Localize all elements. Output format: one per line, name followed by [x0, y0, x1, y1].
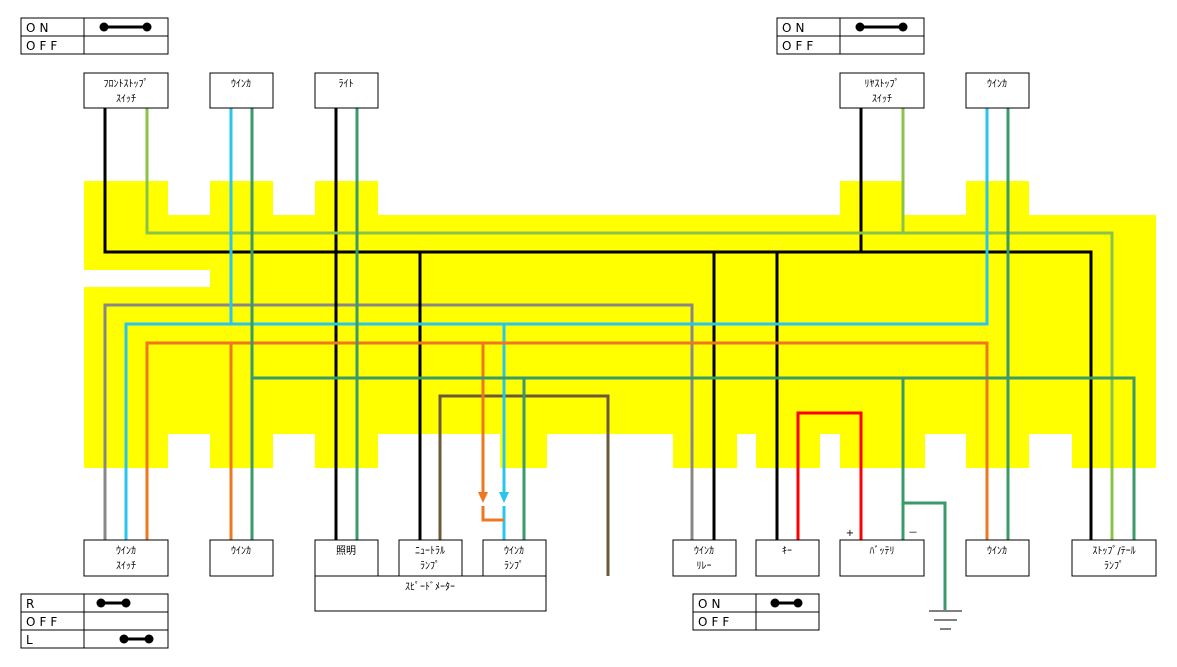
front-stop-switch-label-2: ｽｲｯﾁ — [116, 94, 136, 105]
winker-switch-label-2: ｽｲｯﾁ — [116, 561, 136, 572]
legend-top-right-on: ON — [782, 21, 808, 35]
battery-label: ﾊﾞｯﾃﾘ — [870, 545, 895, 557]
wire-green-ground — [903, 501, 947, 610]
component-winker-top-right: ｳｲﾝｶ — [965, 72, 1030, 109]
component-front-stop-switch: ﾌﾛﾝﾄｽﾄｯﾌﾟ ｽｲｯﾁ — [83, 72, 169, 109]
wires — [103, 108, 1136, 610]
ground-icon — [929, 610, 962, 630]
legend-top-left-on: ON — [26, 21, 52, 35]
legend-bottom-mid-off: OFF — [698, 615, 733, 629]
stop-tail-lamp-label-2: ﾗﾝﾌﾟ — [1104, 560, 1124, 572]
legend-top-left: ON OFF — [20, 17, 169, 55]
winker-lamp-label-1: ｳｲﾝｶ — [504, 545, 524, 557]
winker-top-right-label: ｳｲﾝｶ — [987, 78, 1007, 90]
legend-top-right-off: OFF — [782, 39, 817, 53]
winker-switch-label-1: ｳｲﾝｶ — [116, 545, 136, 557]
battery-plus-label: + — [846, 528, 854, 539]
illumination-label: 照明 — [336, 545, 356, 557]
legend-bottom-left-l: L — [26, 633, 37, 647]
legend-bottom-left: R OFF L — [20, 593, 169, 649]
battery-minus-label: － — [908, 528, 918, 539]
component-winker-rear-right: ｳｲﾝｶ — [965, 539, 1030, 577]
winker-top-left-label: ｳｲﾝｶ — [231, 78, 251, 90]
component-speedometer: ｽﾋﾟｰﾄﾞﾒｰﾀｰ 照明 ﾆｭｰﾄﾗﾙ ﾗﾝﾌﾟ ｳｲﾝｶ ﾗﾝﾌﾟ — [314, 539, 547, 612]
winker-relay-label-1: ｳｲﾝｶ — [694, 545, 714, 557]
winker-lamp-label-2: ﾗﾝﾌﾟ — [504, 560, 524, 572]
winker-relay-label-2: ﾘﾚｰ — [697, 561, 712, 572]
winker-front-left-label: ｳｲﾝｶ — [231, 545, 251, 557]
light-label: ﾗｲﾄ — [339, 79, 354, 90]
neutral-lamp-label-2: ﾗﾝﾌﾟ — [420, 560, 440, 572]
rear-stop-switch-label-1: ﾘﾔｽﾄｯﾌﾟ — [865, 78, 900, 90]
wire-orange-lamp-2 — [481, 506, 504, 522]
legend-bottom-mid-on: ON — [698, 597, 724, 611]
stop-tail-lamp-label-1: ｽﾄｯﾌﾟ/ﾃｰﾙ — [1092, 545, 1135, 557]
key-label: ｷｰ — [782, 546, 792, 557]
wire-gray — [103, 303, 694, 540]
rear-stop-switch-label-2: ｽｲｯﾁ — [872, 94, 892, 105]
legend-top-left-off: OFF — [26, 39, 61, 53]
wire-orange-main — [145, 341, 989, 540]
component-winker-top-left: ｳｲﾝｶ — [209, 72, 274, 109]
component-winker-switch: ｳｲﾝｶ ｽｲｯﾁ — [83, 539, 169, 577]
legend-bottom-mid: ON OFF — [692, 593, 820, 631]
neutral-lamp-label-1: ﾆｭｰﾄﾗﾙ — [415, 546, 445, 557]
component-stop-tail-lamp: ｽﾄｯﾌﾟ/ﾃｰﾙ ﾗﾝﾌﾟ — [1071, 539, 1157, 577]
wire-red — [796, 411, 863, 540]
component-winker-relay: ｳｲﾝｶ ﾘﾚｰ — [672, 539, 737, 577]
component-winker-front-left: ｳｲﾝｶ — [209, 539, 274, 577]
legend-bottom-left-off: OFF — [26, 615, 61, 629]
component-battery: ﾊﾞｯﾃﾘ + － — [839, 528, 925, 577]
orange-arrowhead — [478, 492, 488, 503]
front-stop-switch-label-1: ﾌﾛﾝﾄｽﾄｯﾌﾟ — [104, 78, 149, 90]
cyan-arrowhead — [499, 492, 509, 503]
component-rear-stop-switch: ﾘﾔｽﾄｯﾌﾟ ｽｲｯﾁ — [839, 72, 925, 109]
component-key: ｷｰ — [755, 539, 820, 577]
winker-rear-right-label: ｳｲﾝｶ — [987, 545, 1007, 557]
wire-black-bus — [103, 108, 1093, 540]
legend-top-right: ON OFF — [776, 17, 925, 55]
speedometer-label: ｽﾋﾟｰﾄﾞﾒｰﾀｰ — [405, 581, 455, 593]
wire-cyan-main — [124, 108, 989, 540]
legend-bottom-left-r: R — [26, 597, 38, 611]
wire-green-bus — [252, 376, 1136, 575]
component-light: ﾗｲﾄ — [314, 72, 379, 109]
wire-stop-lightgreen — [145, 108, 1114, 575]
